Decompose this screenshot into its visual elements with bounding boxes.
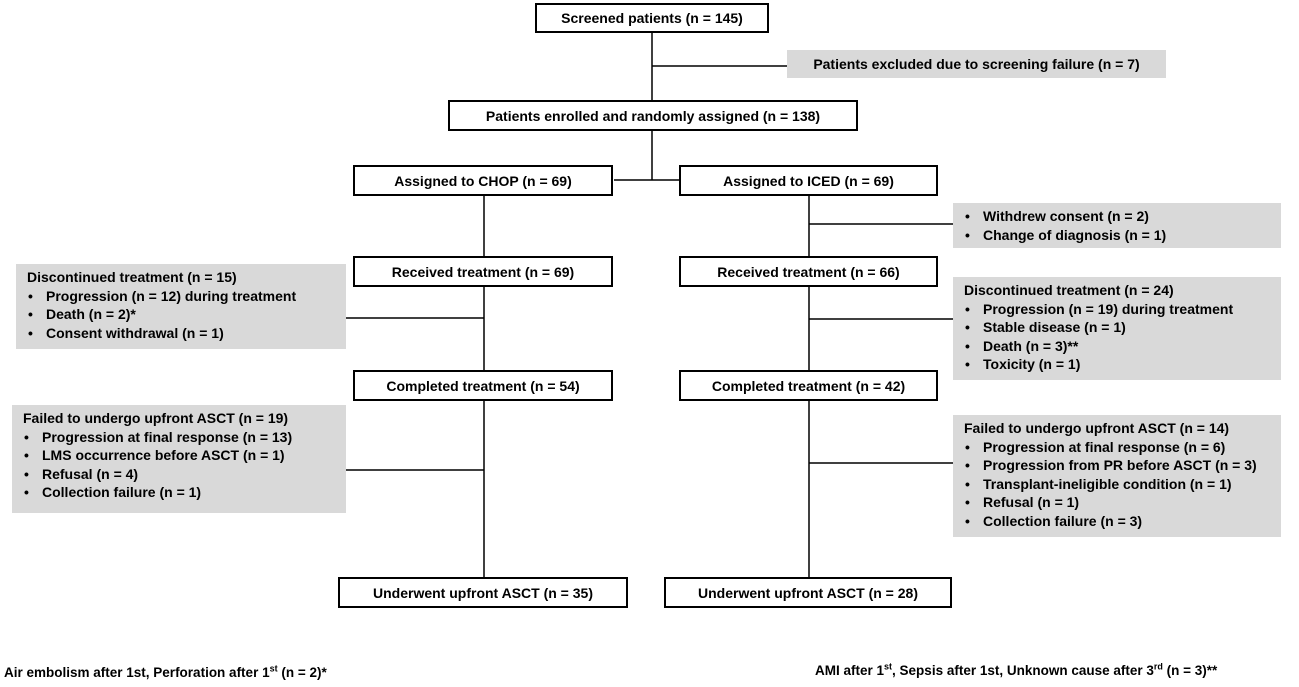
- chop-received-box: Received treatment (n = 69): [353, 256, 613, 287]
- iced-assigned-box: Assigned to ICED (n = 69): [679, 165, 938, 196]
- footnote-right-text: , Sepsis after 1st, Unknown cause after …: [892, 663, 1154, 678]
- footnote-left-text: Air embolism after 1st, Perforation afte…: [4, 665, 270, 680]
- chop-underwent-box: Underwent upfront ASCT (n = 35): [338, 577, 628, 608]
- iced-failed-item: Collection failure (n = 3): [964, 512, 1273, 531]
- enrolled-patients-box: Patients enrolled and randomly assigned …: [448, 100, 858, 131]
- iced-discontinued-item: Progression (n = 19) during treatment: [964, 300, 1273, 319]
- iced-failed-box: Failed to undergo upfront ASCT (n = 14) …: [953, 415, 1281, 537]
- chop-discontinued-item: Death (n = 2)*: [27, 305, 338, 324]
- footnote-left: Air embolism after 1st, Perforation afte…: [4, 663, 327, 680]
- chop-completed-box: Completed treatment (n = 54): [353, 370, 613, 401]
- chop-failed-item: LMS occurrence before ASCT (n = 1): [23, 446, 338, 465]
- footnote-right: AMI after 1st, Sepsis after 1st, Unknown…: [815, 661, 1218, 678]
- iced-discontinued-item: Stable disease (n = 1): [964, 318, 1273, 337]
- iced-discontinued-box: Discontinued treatment (n = 24) Progress…: [953, 277, 1281, 380]
- screened-patients-box: Screened patients (n = 145): [535, 3, 769, 33]
- chop-failed-box: Failed to undergo upfront ASCT (n = 19) …: [12, 405, 346, 513]
- chop-discontinued-title: Discontinued treatment (n = 15): [27, 269, 237, 285]
- iced-discontinued-item: Death (n = 3)**: [964, 337, 1273, 356]
- iced-received-box: Received treatment (n = 66): [679, 256, 938, 287]
- iced-failed-item: Progression at final response (n = 6): [964, 438, 1273, 457]
- iced-failed-item: Refusal (n = 1): [964, 493, 1273, 512]
- excluded-patients-box: Patients excluded due to screening failu…: [787, 50, 1166, 78]
- iced-underwent-box: Underwent upfront ASCT (n = 28): [664, 577, 952, 608]
- iced-completed-box: Completed treatment (n = 42): [679, 370, 938, 401]
- footnote-left-sup: st: [269, 663, 278, 674]
- iced-discontinued-title: Discontinued treatment (n = 24): [964, 282, 1174, 298]
- chop-failed-item: Refusal (n = 4): [23, 465, 338, 484]
- chop-failed-item: Progression at final response (n = 13): [23, 428, 338, 447]
- iced-withdrawn-item: Change of diagnosis (n = 1): [964, 226, 1273, 245]
- iced-failed-item: Transplant-ineligible condition (n = 1): [964, 475, 1273, 494]
- iced-failed-title: Failed to undergo upfront ASCT (n = 14): [964, 420, 1230, 436]
- chop-failed-title: Failed to undergo upfront ASCT (n = 19): [23, 410, 289, 426]
- chop-assigned-box: Assigned to CHOP (n = 69): [353, 165, 613, 196]
- iced-withdrawn-box: Withdrew consent (n = 2) Change of diagn…: [953, 203, 1281, 248]
- footnote-right-sup: rd: [1153, 661, 1163, 672]
- chop-discontinued-item: Consent withdrawal (n = 1): [27, 324, 338, 343]
- footnote-right-sup: st: [884, 661, 893, 672]
- footnote-right-text: AMI after 1: [815, 663, 885, 678]
- chop-failed-item: Collection failure (n = 1): [23, 483, 338, 502]
- iced-withdrawn-item: Withdrew consent (n = 2): [964, 207, 1273, 226]
- iced-discontinued-item: Toxicity (n = 1): [964, 355, 1273, 374]
- iced-failed-item: Progression from PR before ASCT (n = 3): [964, 456, 1273, 475]
- chop-discontinued-item: Progression (n = 12) during treatment: [27, 287, 338, 306]
- footnote-right-text: (n = 3)**: [1162, 663, 1218, 678]
- footnote-left-text: (n = 2)*: [277, 665, 327, 680]
- chop-discontinued-box: Discontinued treatment (n = 15) Progress…: [16, 264, 346, 349]
